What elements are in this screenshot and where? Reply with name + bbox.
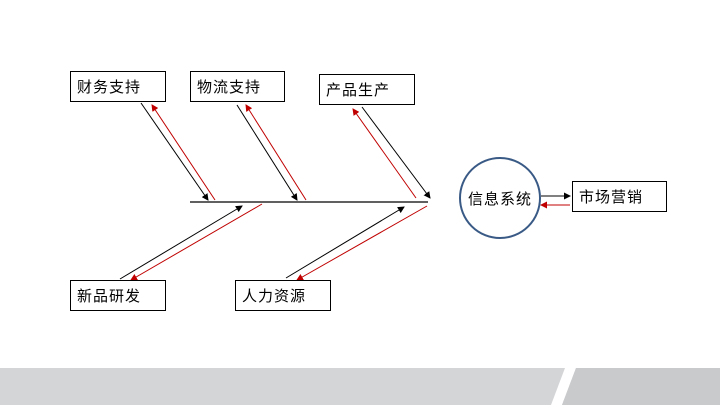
- branch-rnd-arrow: [119, 205, 243, 280]
- branch-hr-feedback: [296, 205, 428, 281]
- hub-circle: 信息系统: [459, 157, 541, 239]
- hub-label: 信息系统: [467, 189, 532, 208]
- branch-finance-arrow: [140, 102, 209, 201]
- outcome-label: 市场营销: [579, 188, 644, 206]
- cause-box-hr: 人力资源: [235, 280, 331, 311]
- cause-box-production: 产品生产: [319, 74, 415, 105]
- cause-box-logistics: 物流支持: [190, 71, 285, 102]
- cause-box-finance: 财务支持: [70, 71, 166, 102]
- branch-production-arrow: [361, 106, 431, 199]
- branch-logistics-arrow: [236, 104, 298, 201]
- footer-band: [0, 368, 720, 405]
- branch-production-feedback: [352, 108, 417, 199]
- branch-finance-feedback: [151, 104, 216, 201]
- cause-label: 产品生产: [326, 81, 391, 99]
- cause-box-rnd: 新品研发: [70, 280, 166, 311]
- branch-rnd-feedback: [130, 203, 263, 281]
- branch-logistics-feedback: [245, 104, 307, 201]
- cause-label: 新品研发: [77, 287, 142, 305]
- cause-label: 人力资源: [242, 287, 307, 305]
- outcome-box: 市场营销: [572, 181, 667, 212]
- cause-label: 物流支持: [197, 78, 262, 96]
- branch-hr-arrow: [285, 206, 405, 279]
- cause-label: 财务支持: [77, 78, 142, 96]
